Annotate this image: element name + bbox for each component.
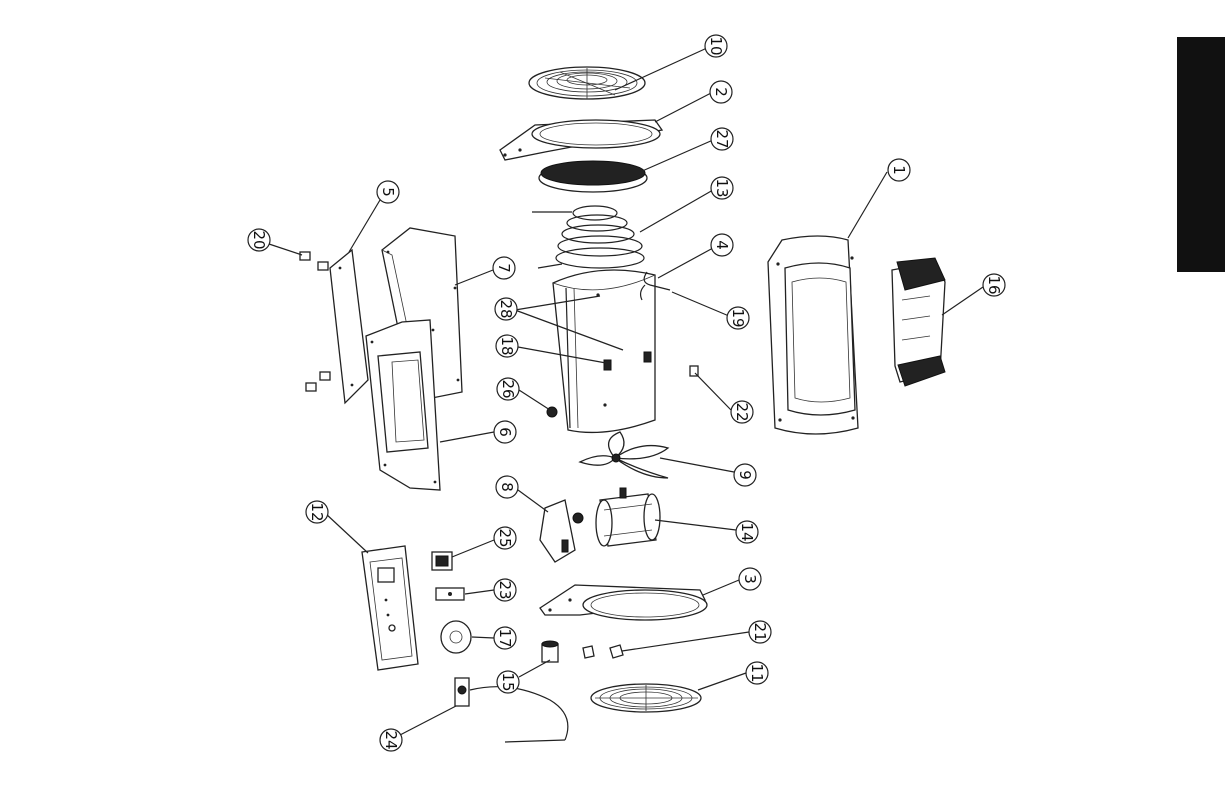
part-clips xyxy=(300,252,330,391)
callout-25: 25 xyxy=(494,527,516,549)
callout-5: 5 xyxy=(377,181,399,203)
callout-label: 5 xyxy=(379,187,397,197)
callout-11: 11 xyxy=(746,662,768,684)
part-control-panel xyxy=(362,546,418,670)
callout-7: 7 xyxy=(493,257,515,279)
callout-label: 19 xyxy=(729,308,747,327)
callout-15: 15 xyxy=(497,671,519,693)
part-switch xyxy=(432,552,452,570)
part-filter-disc xyxy=(539,161,647,192)
part-heating-coil xyxy=(532,206,644,268)
callout-label: 26 xyxy=(499,379,517,398)
part-left-thin-panel xyxy=(330,250,368,403)
callout-9: 9 xyxy=(734,464,756,486)
callout-label: 4 xyxy=(713,240,731,250)
callout-label: 13 xyxy=(713,178,731,197)
callout-6: 6 xyxy=(494,421,516,443)
callout-12: 12 xyxy=(306,501,328,523)
callout-label: 21 xyxy=(751,622,769,641)
callout-label: 24 xyxy=(382,730,400,749)
part-handle xyxy=(892,258,945,386)
callout-19: 19 xyxy=(727,307,749,329)
part-bottom-ring-bracket xyxy=(540,585,707,620)
callout-14: 14 xyxy=(736,521,758,543)
callout-label: 8 xyxy=(498,482,516,492)
part-fan-blade xyxy=(580,432,668,478)
callout-28: 28 xyxy=(495,298,517,320)
callout-label: 11 xyxy=(748,663,766,682)
callout-label: 3 xyxy=(741,574,759,584)
callout-label: 10 xyxy=(707,36,725,55)
callout-label: 16 xyxy=(985,275,1003,294)
part-right-panel xyxy=(768,236,858,434)
callout-label: 25 xyxy=(496,528,514,547)
part-bottom-grille xyxy=(591,684,701,712)
callout-label: 7 xyxy=(495,263,513,273)
callout-label: 1 xyxy=(890,165,908,175)
callout-label: 28 xyxy=(497,299,515,318)
callout-22: 22 xyxy=(731,401,753,423)
part-top-grille xyxy=(529,67,645,99)
part-motor xyxy=(596,488,660,546)
callout-20: 20 xyxy=(248,229,270,251)
part-plate xyxy=(436,588,464,600)
callout-4: 4 xyxy=(711,234,733,256)
callout-17: 17 xyxy=(494,627,516,649)
callout-label: 2 xyxy=(712,87,730,97)
part-main-body xyxy=(553,270,655,432)
callout-label: 18 xyxy=(498,336,516,355)
callout-16: 16 xyxy=(983,274,1005,296)
callout-26: 26 xyxy=(497,378,519,400)
callout-27: 27 xyxy=(711,128,733,150)
callout-label: 17 xyxy=(496,628,514,647)
callout-3: 3 xyxy=(739,568,761,590)
callout-21: 21 xyxy=(749,621,771,643)
callout-8: 8 xyxy=(496,476,518,498)
callout-label: 27 xyxy=(713,129,731,148)
callout-1: 1 xyxy=(888,159,910,181)
callout-label: 9 xyxy=(736,470,754,480)
callout-label: 23 xyxy=(496,580,514,599)
callout-24: 24 xyxy=(380,729,402,751)
callout-label: 15 xyxy=(499,672,517,691)
part-fitting xyxy=(542,641,558,662)
callout-18: 18 xyxy=(496,335,518,357)
part-connectors xyxy=(583,645,623,658)
callout-10: 10 xyxy=(705,35,727,57)
callout-label: 22 xyxy=(733,402,751,421)
part-motor-bracket xyxy=(540,500,583,562)
callout-2: 2 xyxy=(710,81,732,103)
callout-label: 12 xyxy=(308,502,326,521)
callout-label: 20 xyxy=(250,230,268,249)
callout-13: 13 xyxy=(711,177,733,199)
part-dial-knob xyxy=(441,621,471,653)
callout-label: 6 xyxy=(496,427,514,437)
part-left-front-panel xyxy=(366,320,440,490)
callout-label: 14 xyxy=(738,522,756,541)
part-top-ring-bracket xyxy=(500,120,662,160)
callout-23: 23 xyxy=(494,579,516,601)
